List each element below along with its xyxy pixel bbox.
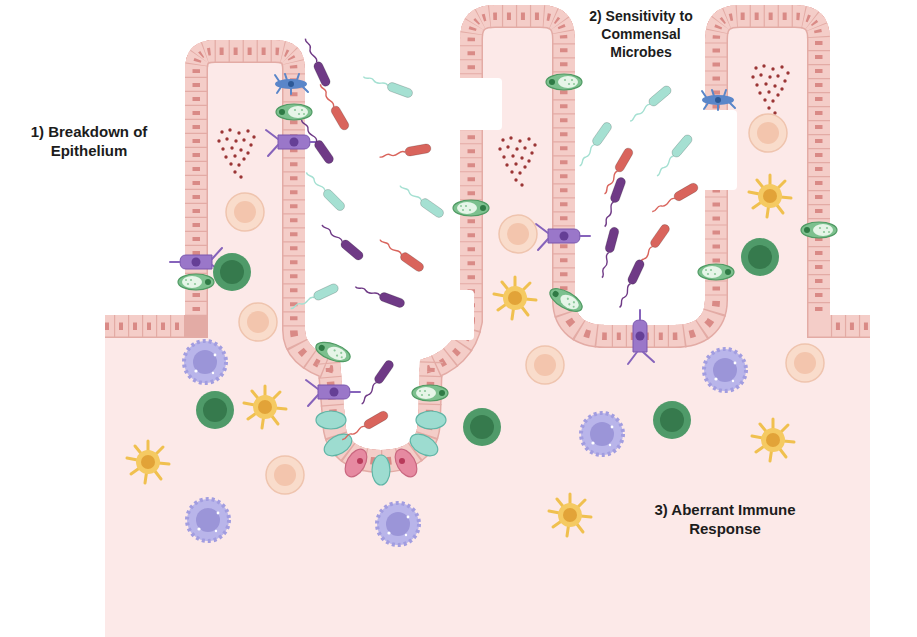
- callout-label: 2) Sensitivity to Commensal Microbes: [576, 8, 706, 62]
- epithelium: [105, 5, 870, 450]
- lamina-propria: [105, 5, 870, 637]
- breakdown-gaps: [428, 78, 737, 340]
- callout-label: 3) Aberrant Immune Response: [640, 500, 810, 538]
- callout-label: 1) Breakdown of Epithelium: [18, 122, 160, 160]
- commensal-bacteria: [289, 37, 700, 444]
- cytokine-dots: [217, 64, 789, 186]
- goblet-cells: [178, 74, 837, 401]
- tuft-cells: [170, 130, 654, 406]
- immune-cells: [127, 114, 824, 545]
